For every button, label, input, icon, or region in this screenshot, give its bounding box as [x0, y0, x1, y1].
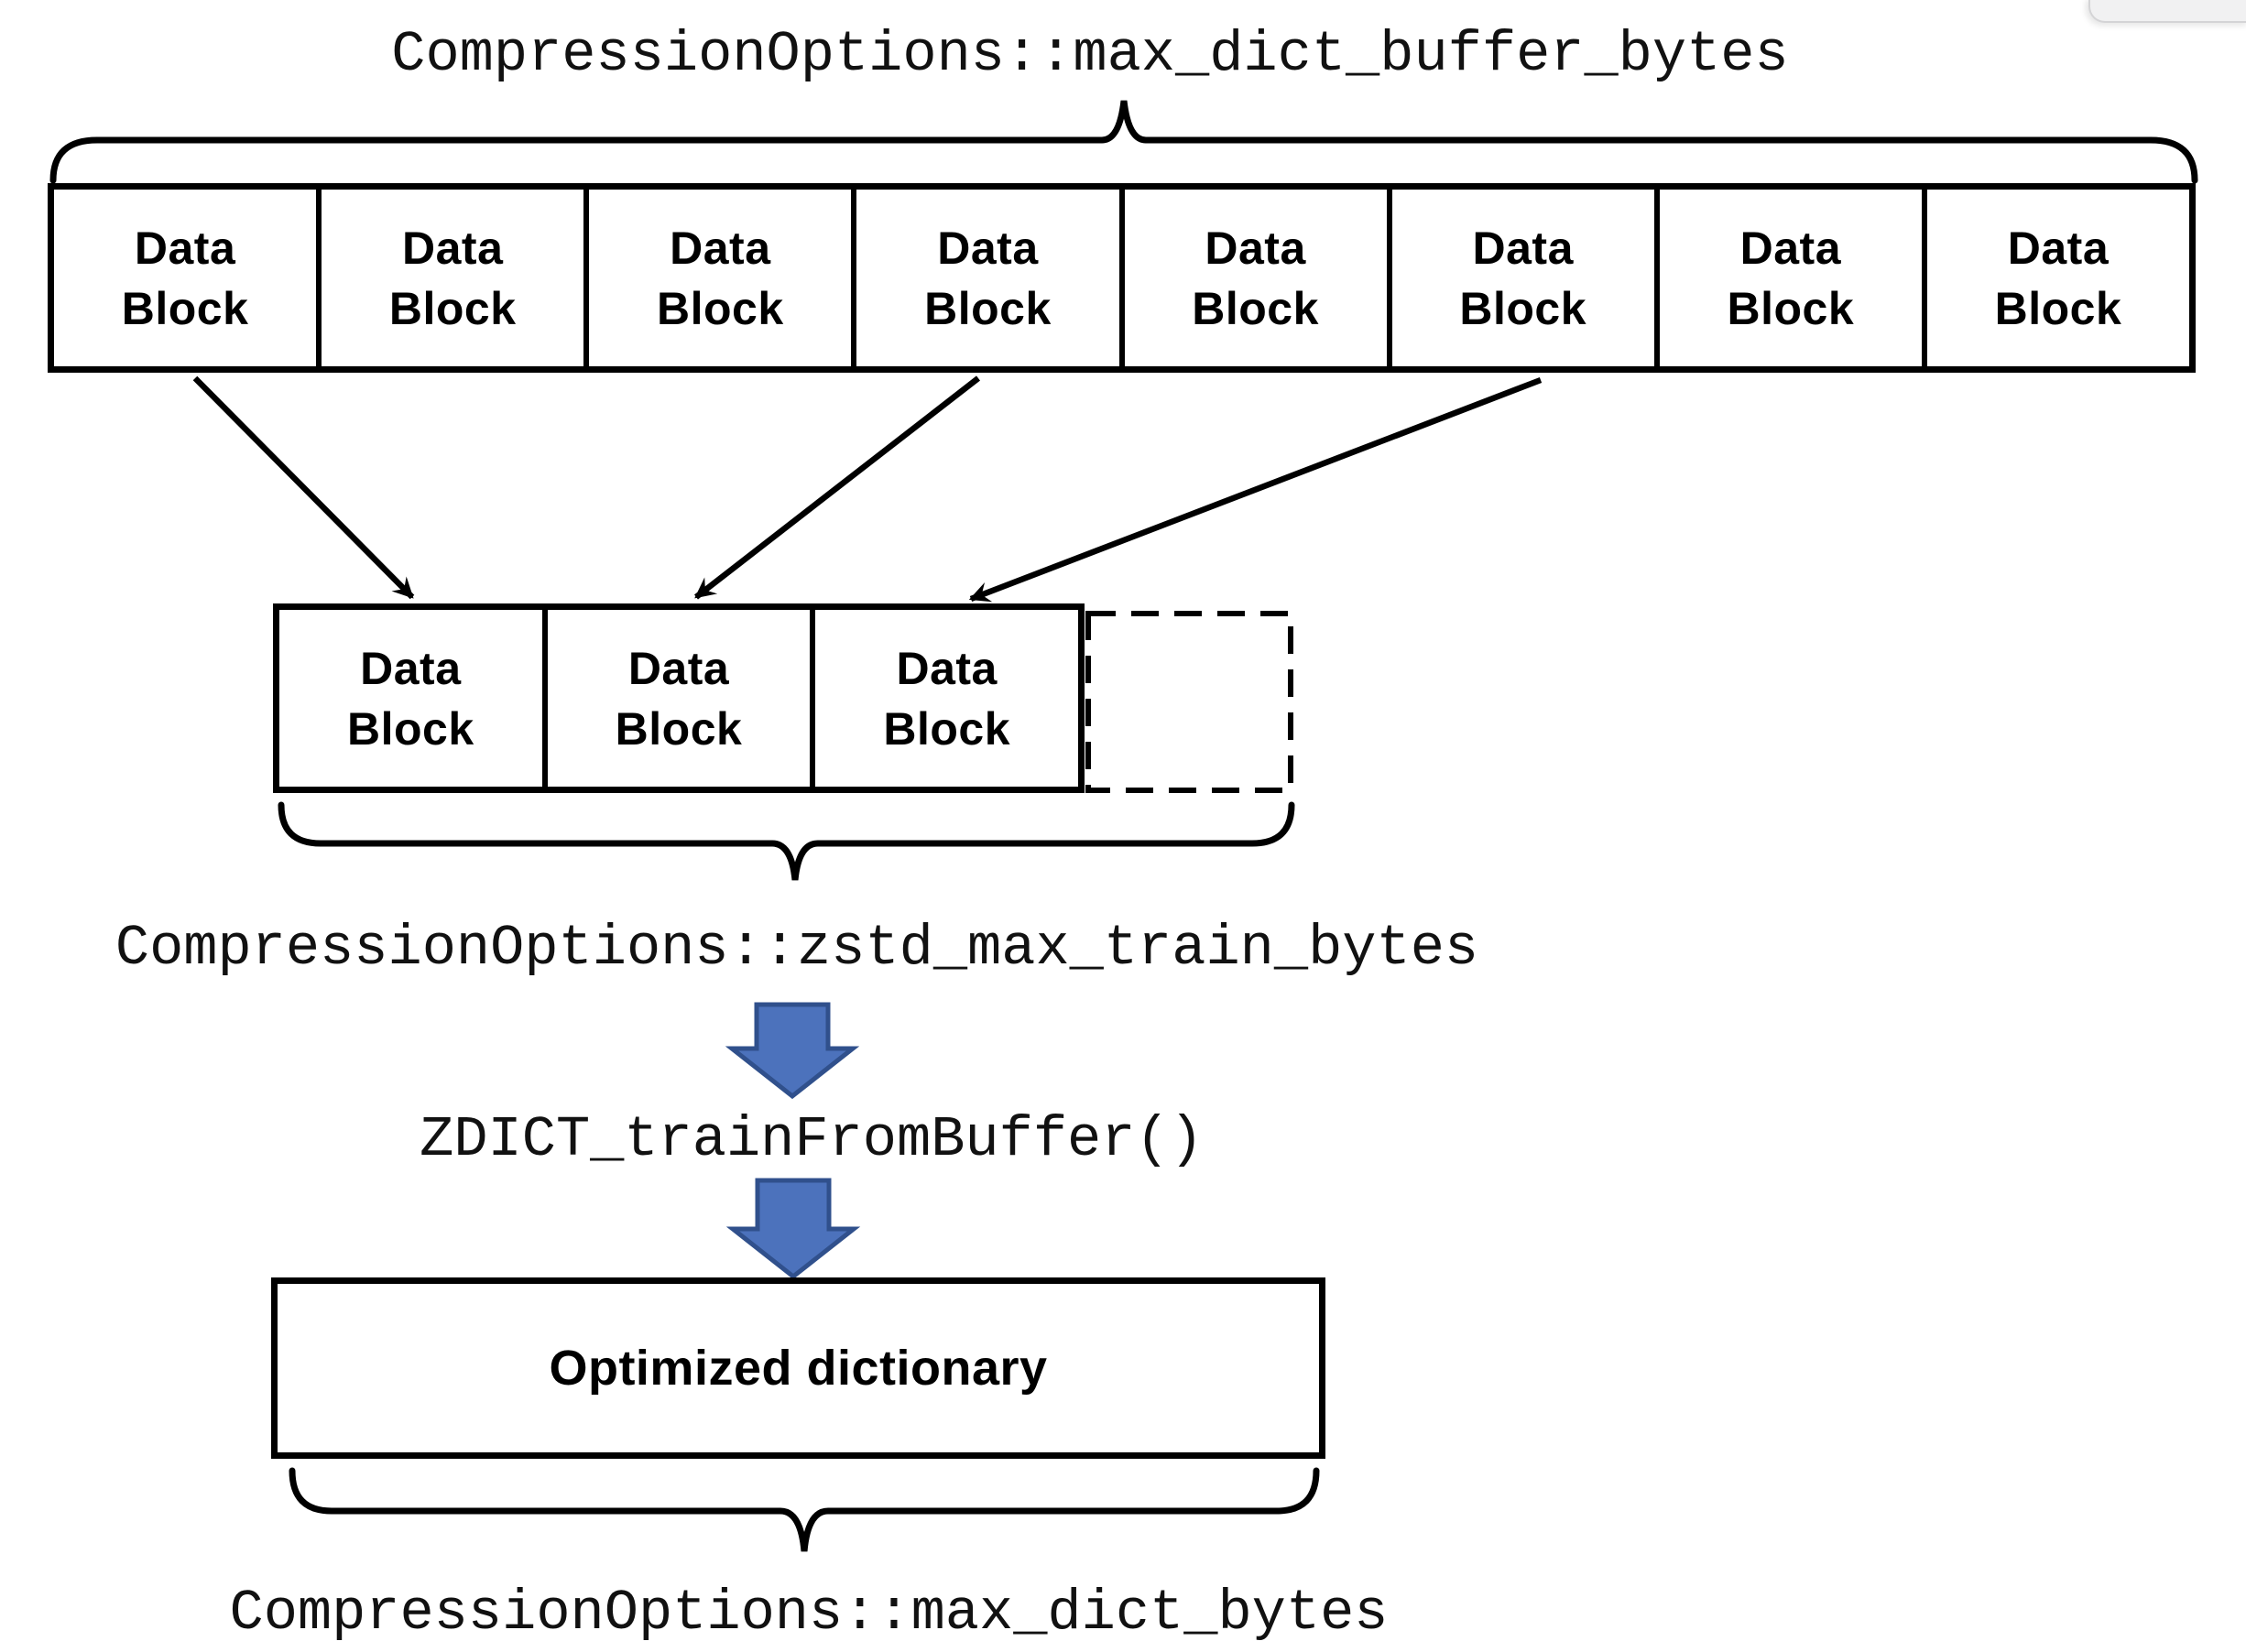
data-block: Data Block — [54, 190, 322, 366]
optimized-dictionary-box: Optimized dictionary — [271, 1277, 1325, 1459]
data-block-label-line1: Data — [402, 222, 504, 274]
data-block-label-line1: Data — [627, 642, 730, 694]
data-block-label-line1: Data — [2007, 222, 2110, 274]
dict-buffer-row: Data Block Data Block Data Block Data Bl… — [48, 183, 2196, 373]
data-block: Data Block — [279, 610, 548, 787]
output-arrow — [725, 1178, 861, 1280]
data-block-label-line2: Block — [1727, 282, 1855, 334]
data-block-label-line2: Block — [1994, 282, 2122, 334]
sample-arrow-2 — [694, 375, 980, 600]
data-block-label-line2: Block — [924, 282, 1052, 334]
data-block-label-line1: Data — [1472, 222, 1574, 274]
train-arrow — [725, 1002, 860, 1100]
data-block: Data Block — [1926, 190, 2189, 366]
max-dict-bytes-label: CompressionOptions::max_dict_bytes — [229, 1581, 1389, 1646]
zstd-max-train-bytes-label: CompressionOptions::zstd_max_train_bytes — [114, 916, 1479, 981]
data-block-label-line1: Data — [134, 222, 236, 274]
data-block-label-line2: Block — [347, 702, 474, 755]
train-sample-row: Data Block Data Block Data Block — [273, 603, 1085, 793]
data-block: Data Block — [1391, 190, 1660, 366]
data-block: Data Block — [856, 190, 1125, 366]
data-block-label-line2: Block — [388, 282, 517, 334]
max-dict-buffer-brace — [49, 100, 2198, 184]
data-block-label-line1: Data — [896, 642, 998, 694]
data-block-label-line1: Data — [360, 642, 462, 694]
data-block-label-line2: Block — [883, 702, 1011, 755]
data-block: Data Block — [1124, 190, 1392, 366]
data-block-label-line1: Data — [1739, 222, 1841, 274]
data-block: Data Block — [589, 190, 857, 366]
data-block-label-line2: Block — [121, 282, 249, 334]
data-block-label-line1: Data — [937, 222, 1039, 274]
sample-arrow-3 — [968, 376, 1543, 603]
data-block-label-line1: Data — [1205, 222, 1306, 274]
zstd-max-train-brace — [278, 801, 1295, 881]
dashed-empty-block — [1085, 611, 1293, 793]
data-block: Data Block — [547, 610, 816, 787]
corner-overlay-chip — [2088, 0, 2246, 23]
data-block-label-line1: Data — [670, 222, 771, 274]
data-block-label-line2: Block — [656, 282, 784, 334]
data-block-label-line2: Block — [1192, 282, 1319, 334]
zdict-train-from-buffer-label: ZDICT_trainFromBuffer() — [420, 1107, 1204, 1172]
sample-arrow-1 — [192, 375, 415, 600]
data-block-label-line2: Block — [615, 702, 743, 755]
data-block-label-line2: Block — [1459, 282, 1587, 334]
optimized-dictionary-label: Optimized dictionary — [549, 1341, 1048, 1396]
data-block: Data Block — [815, 610, 1079, 787]
data-block: Data Block — [1659, 190, 1927, 366]
max-dict-buffer-bytes-label: CompressionOptions::max_dict_buffer_byte… — [391, 22, 1789, 87]
max-dict-bytes-brace — [289, 1467, 1320, 1552]
data-block: Data Block — [322, 190, 590, 366]
